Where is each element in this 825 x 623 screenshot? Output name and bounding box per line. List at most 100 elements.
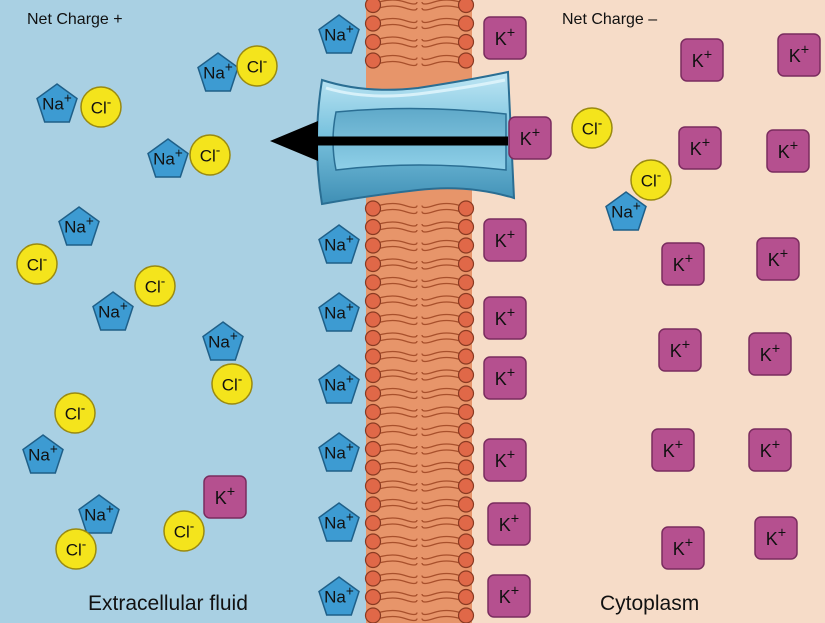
potassium-ion: K+: [483, 438, 527, 482]
net-charge-positive-label: Net Charge +: [27, 11, 123, 28]
lipid-head: [457, 329, 475, 347]
chloride-ion: Cl-: [571, 107, 613, 149]
potassium-ion: K+: [678, 126, 722, 170]
ion-label: Cl-: [174, 518, 195, 541]
phospholipid-layer: [364, 0, 475, 623]
lipid-head: [364, 496, 382, 513]
potassium-ion: K+: [508, 116, 552, 160]
ion-label: Cl-: [65, 400, 86, 423]
chloride-ion: Cl-: [80, 86, 122, 128]
lipid-head: [364, 459, 382, 476]
potassium-ion: K+: [680, 38, 724, 82]
lipid-head: [364, 477, 382, 495]
extracellular-fluid-label: Extracellular fluid: [88, 592, 248, 615]
lipid-head: [364, 311, 382, 328]
lipid-head: [364, 329, 382, 347]
potassium-ion: K+: [483, 296, 527, 340]
sodium-ion: Na+: [202, 321, 244, 361]
sodium-ion: Na+: [318, 432, 360, 472]
potassium-ion: K+: [766, 129, 810, 173]
lipid-head: [457, 33, 475, 51]
sodium-ion: Na+: [22, 434, 64, 474]
lipid-head: [457, 311, 475, 328]
potassium-ion: K+: [777, 33, 821, 77]
lipid-head: [457, 237, 475, 254]
lipid-head: [457, 255, 475, 273]
ion-layer: Na+Na+Na+Na+Na+Na+Na+Na+Na+Na+Na+Na+Na+N…: [16, 14, 821, 618]
ion-label: Cl-: [247, 53, 268, 76]
potassium-ion: K+: [748, 428, 792, 472]
lipid-head: [457, 218, 475, 236]
sodium-ion: Na+: [78, 494, 120, 534]
lipid-head: [457, 52, 475, 69]
chloride-ion: Cl-: [189, 134, 231, 176]
potassium-ion: K+: [748, 332, 792, 376]
chloride-ion: Cl-: [54, 392, 96, 434]
lipid-head: [364, 385, 382, 402]
potassium-ion: K+: [661, 526, 705, 570]
lipid-head: [457, 0, 475, 14]
chloride-ion: Cl-: [211, 363, 253, 405]
lipid-head: [364, 274, 382, 291]
lipid-head: [457, 403, 475, 421]
lipid-head: [364, 255, 382, 273]
lipid-head: [364, 366, 382, 384]
sodium-ion: Na+: [318, 502, 360, 542]
lipid-head: [457, 607, 475, 623]
ion-label: Cl-: [641, 167, 662, 190]
lipid-head: [364, 218, 382, 236]
lipid-head: [457, 533, 475, 550]
lipid-head: [364, 403, 382, 421]
chloride-ion: Cl-: [163, 510, 205, 552]
lipid-head: [364, 422, 382, 439]
potassium-ion: K+: [754, 516, 798, 560]
potassium-ion: K+: [658, 328, 702, 372]
sodium-ion: Na+: [318, 292, 360, 332]
ion-label: Cl-: [145, 273, 166, 296]
lipid-head: [457, 348, 475, 365]
chloride-ion: Cl-: [16, 243, 58, 285]
sodium-ion: Na+: [147, 138, 189, 178]
lipid-head: [364, 15, 382, 32]
cytoplasm-label: Cytoplasm: [600, 592, 699, 615]
potassium-ion: K+: [661, 242, 705, 286]
lipid-head: [457, 477, 475, 495]
chloride-ion: Cl-: [236, 45, 278, 87]
lipid-head: [457, 459, 475, 476]
sodium-ion: Na+: [92, 291, 134, 331]
lipid-head: [364, 440, 382, 458]
sodium-ion: Na+: [318, 224, 360, 264]
lipid-head: [457, 551, 475, 569]
potassium-ion: K+: [483, 356, 527, 400]
lipid-head: [457, 570, 475, 587]
sodium-ion: Na+: [318, 14, 360, 54]
potassium-ion: K+: [483, 218, 527, 262]
lipid-head: [457, 366, 475, 384]
lipid-head: [457, 274, 475, 291]
lipid-head: [364, 348, 382, 365]
lipid-head: [457, 422, 475, 439]
lipid-head: [457, 200, 475, 217]
lipid-head: [364, 292, 382, 310]
lipid-head: [364, 514, 382, 532]
potassium-ion: K+: [203, 475, 247, 519]
sodium-ion: Na+: [318, 576, 360, 616]
lipid-head: [457, 440, 475, 458]
potassium-ion: K+: [483, 16, 527, 60]
ion-label: Cl-: [200, 142, 221, 165]
ion-label: Cl-: [27, 251, 48, 274]
lipid-head: [457, 292, 475, 310]
ion-flow-arrow: [270, 121, 508, 161]
chloride-ion: Cl-: [134, 265, 176, 307]
potassium-ion: K+: [651, 428, 695, 472]
lipid-head: [364, 570, 382, 587]
lipid-head: [364, 551, 382, 569]
net-charge-negative-label: Net Charge –: [562, 11, 657, 28]
lipid-head: [364, 237, 382, 254]
lipid-head: [364, 200, 382, 217]
lipid-head: [364, 33, 382, 51]
lipid-head: [457, 588, 475, 606]
lipid-head: [457, 496, 475, 513]
